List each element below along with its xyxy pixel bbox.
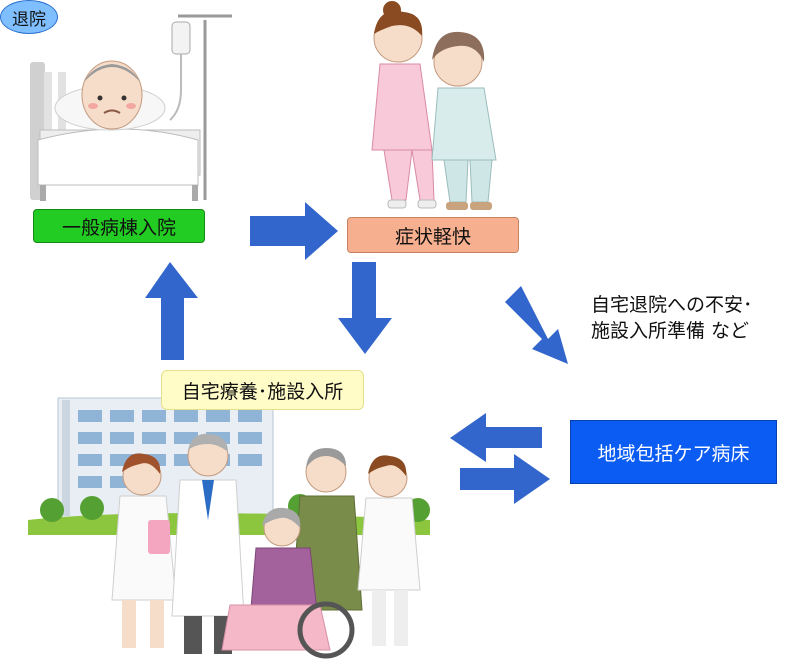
patient-in-bed-illustration	[30, 14, 232, 201]
note-line-1: 自宅退院への不安･	[591, 294, 753, 316]
arrow-diagonal-recovery-to-community	[505, 286, 568, 364]
arrow-down-recovery-to-home	[338, 262, 392, 354]
community-care-ward-box: 地域包括ケア病床	[570, 420, 777, 484]
note-line-2: 施設入所準備 など	[591, 320, 750, 342]
arrow-right-general-to-recovery	[250, 202, 338, 260]
arrow-right-to-community	[460, 454, 550, 504]
arrow-left-discharge	[450, 413, 542, 462]
home-care-facility-box: 自宅療養･施設入所	[161, 370, 364, 410]
symptom-improvement-box: 症状軽快	[347, 217, 519, 253]
transfer-reason-note: 自宅退院への不安･ 施設入所準備 など	[591, 292, 753, 344]
general-ward-admission-box: 一般病棟入院	[33, 209, 205, 243]
nurse-helping-elderly-illustration	[371, 1, 497, 210]
hospital-staff-illustration	[28, 397, 430, 659]
arrow-up-home-to-general	[145, 262, 198, 360]
discharge-badge: 退院	[0, 0, 58, 34]
